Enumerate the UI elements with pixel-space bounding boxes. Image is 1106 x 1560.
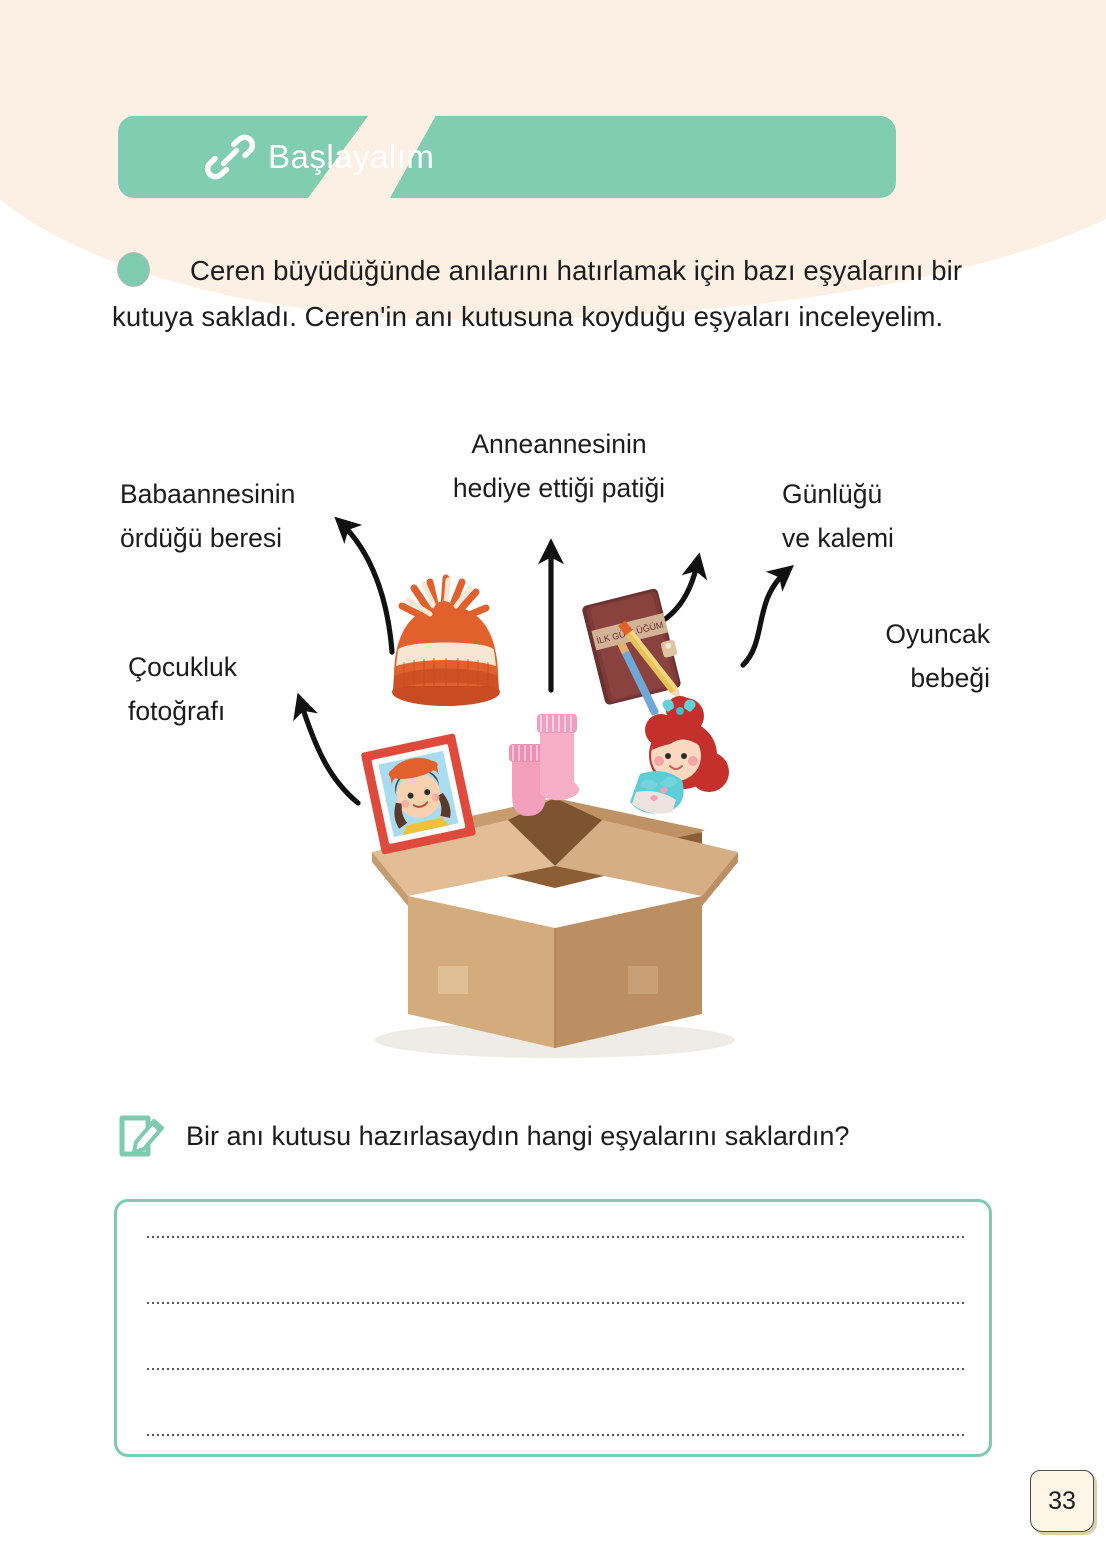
orange-knitted-beanie-icon bbox=[392, 574, 500, 706]
open-cardboard-box-icon bbox=[372, 798, 738, 1048]
answer-box[interactable] bbox=[114, 1199, 992, 1457]
banner-title: Başlayalım bbox=[268, 138, 435, 175]
link-chain-icon bbox=[204, 131, 256, 183]
callout-label-oyuncak: Oyuncak bebeği bbox=[885, 619, 990, 693]
callout-label-gunluk: Günlüğü ve kalemi bbox=[782, 479, 894, 553]
question-row: Bir anı kutusu hazırlasaydın hangi eşyal… bbox=[118, 1112, 849, 1160]
question-text: Bir anı kutusu hazırlasaydın hangi eşyal… bbox=[186, 1120, 850, 1151]
pink-baby-booties-icon bbox=[509, 714, 580, 816]
answer-lines bbox=[147, 1236, 965, 1436]
callout-label-foto: Çocukluk fotoğrafı bbox=[128, 652, 237, 726]
red-framed-child-photo-icon bbox=[361, 733, 476, 855]
diary-pencil-icon bbox=[618, 620, 682, 701]
callout-label-patik: Anneannesinin hediye ettiği patiği bbox=[452, 429, 666, 503]
answer-line[interactable] bbox=[147, 1236, 965, 1238]
scene-objects: İLK GÜNLÜĞÜM bbox=[361, 574, 738, 1058]
memory-box-illustration: Babaannesinin ördüğü beresi Anneannesini… bbox=[0, 400, 1106, 1100]
red-haired-doll-icon bbox=[630, 696, 729, 814]
circle-bullet-icon bbox=[117, 252, 150, 287]
answer-line[interactable] bbox=[147, 1434, 965, 1436]
callout-label-beret: Babaannesinin ördüğü beresi bbox=[120, 479, 296, 553]
banner-title-chip bbox=[390, 116, 896, 198]
answer-line[interactable] bbox=[147, 1302, 965, 1304]
page-number: 33 bbox=[1030, 1470, 1094, 1532]
pencil-edit-icon bbox=[118, 1112, 164, 1160]
intro-paragraph: Ceren büyüdüğünde anılarını hatırlamak i… bbox=[112, 255, 963, 332]
section-banner: Başlayalım bbox=[118, 116, 896, 198]
answer-line[interactable] bbox=[147, 1368, 965, 1370]
